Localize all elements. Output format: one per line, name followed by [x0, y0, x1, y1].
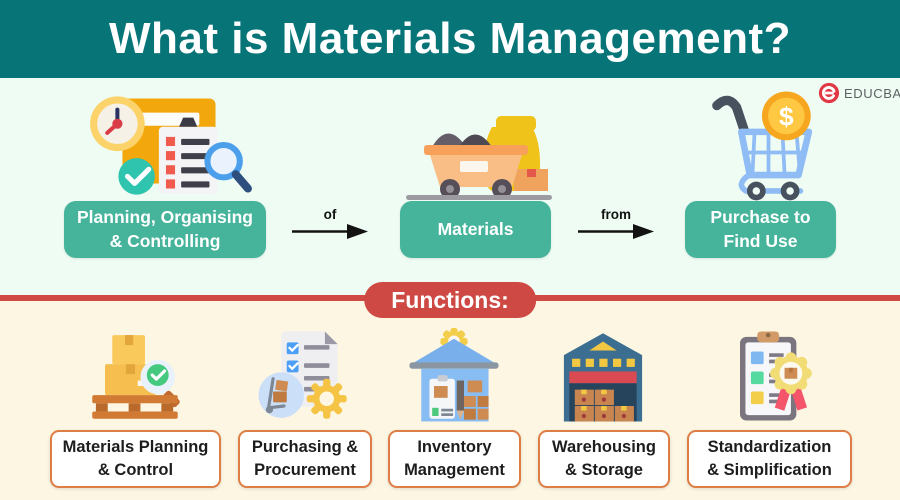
flow-node-materials-label: Materials: [437, 218, 514, 239]
functions-badge-label: Functions:: [391, 286, 509, 313]
warehouse-building-boxes-icon: [563, 333, 643, 422]
flow-node-purchase-label: Purchase to Find Use: [710, 207, 811, 251]
connector-of-label: of: [323, 207, 337, 222]
function-label-text: Materials Planning & Control: [62, 437, 209, 479]
educba-logo: EDUCBA: [818, 82, 900, 104]
function-label-warehousing: Warehousing & Storage: [538, 430, 670, 488]
connector-from-label: from: [601, 207, 631, 222]
right-arrow-icon: [578, 224, 654, 239]
function-label-text: Warehousing & Storage: [552, 437, 656, 479]
flow-node-planning-label: Planning, Organising & Controlling: [77, 207, 253, 251]
page-title: What is Materials Management?: [109, 14, 791, 63]
educba-logo-icon: [818, 82, 840, 104]
function-label-materials-planning: Materials Planning & Control: [50, 430, 221, 488]
connector-of: of: [292, 207, 368, 240]
pallet-boxes-magnifier-icon: [92, 335, 180, 419]
function-label-inventory: Inventory Management: [388, 430, 521, 488]
flow-node-purchase: Purchase to Find Use: [685, 201, 836, 258]
function-label-purchasing: Purchasing & Procurement: [238, 430, 372, 488]
function-label-standardization: Standardization & Simplification: [687, 430, 852, 488]
clipboard-award-badge-icon: [740, 331, 812, 421]
flow-node-materials: Materials: [400, 201, 551, 258]
connector-from: from: [578, 207, 654, 240]
planning-organising-icon: [90, 96, 252, 195]
function-label-text: Purchasing & Procurement: [251, 437, 359, 479]
dollar-coin-symbol: $: [779, 101, 794, 131]
purchase-cart-coin-icon: $: [712, 91, 813, 201]
materials-cart-icon: [406, 116, 552, 200]
warehouse-clipboard-pencil-icon: [409, 327, 499, 422]
right-arrow-icon: [292, 224, 368, 239]
header-bar: What is Materials Management?: [0, 0, 900, 78]
flow-node-planning: Planning, Organising & Controlling: [64, 201, 266, 258]
function-label-text: Inventory Management: [404, 437, 505, 479]
checklist-trolley-gear-icon: [258, 331, 347, 419]
function-label-text: Standardization & Simplification: [707, 437, 832, 479]
functions-badge: Functions:: [364, 282, 536, 318]
educba-logo-text: EDUCBA: [844, 85, 900, 101]
